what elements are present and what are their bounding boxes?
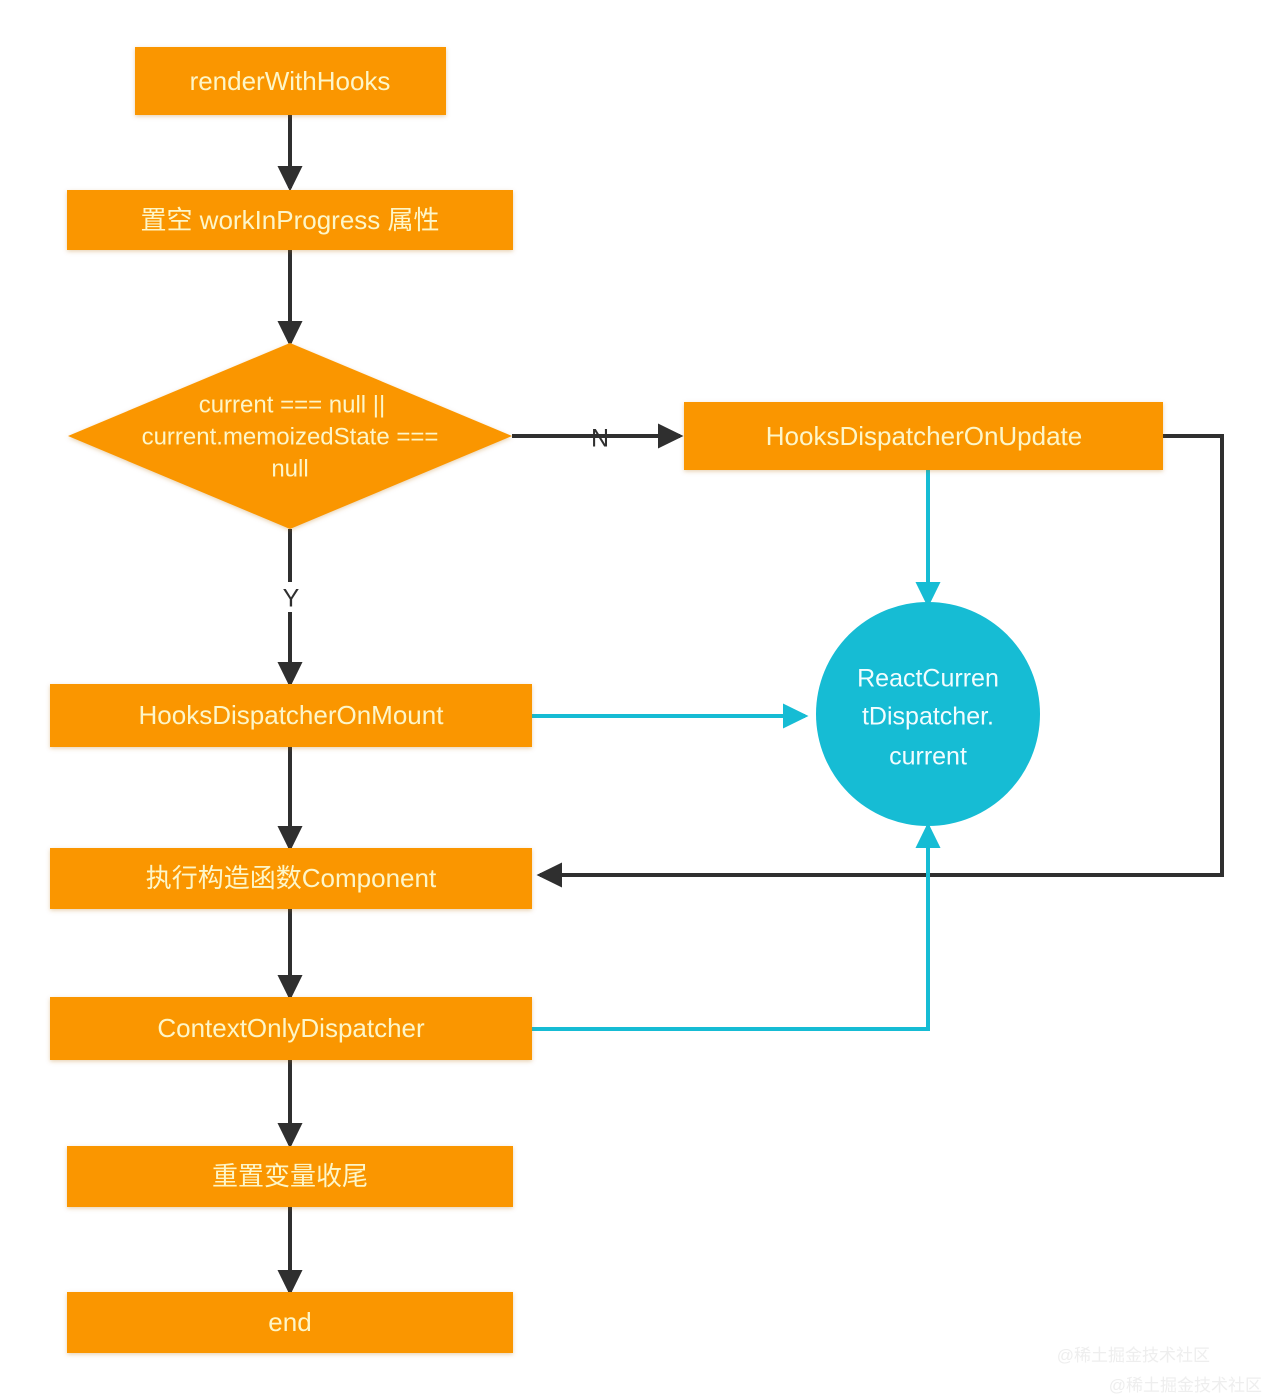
watermark-line-2: @稀土掘金技术社区: [1109, 1376, 1262, 1395]
node-reset-variables[interactable]: 重置变量收尾: [67, 1146, 513, 1207]
node-react-current-dispatcher-line3: current: [889, 743, 967, 771]
node-decision-current-null[interactable]: current === null || current.memoizedStat…: [68, 343, 512, 529]
node-reset-variables-label: 重置变量收尾: [212, 1161, 368, 1191]
node-react-current-dispatcher-line2: tDispatcher.: [862, 703, 994, 731]
edge-label-no: N: [591, 425, 609, 453]
edge-label-yes: Y: [283, 585, 300, 613]
node-end-label: end: [268, 1307, 311, 1337]
node-clear-work-in-progress[interactable]: 置空 workInProgress 属性: [67, 190, 513, 250]
node-render-with-hooks-label: renderWithHooks: [190, 66, 391, 96]
edge-onupdate-return-to-component: [536, 434, 1224, 888]
node-context-only-dispatcher-label: ContextOnlyDispatcher: [157, 1013, 425, 1043]
node-run-component-label: 执行构造函数Component: [146, 863, 437, 893]
node-hooks-dispatcher-on-mount[interactable]: HooksDispatcherOnMount: [50, 684, 532, 747]
node-react-current-dispatcher-line1: ReactCurren: [857, 665, 999, 693]
node-react-current-dispatcher-current[interactable]: ReactCurren tDispatcher. current: [816, 602, 1040, 826]
watermark-line-1: @稀土掘金技术社区: [1057, 1346, 1210, 1365]
edge-contextonly-to-dispatcher-current: [532, 822, 941, 1031]
node-hooks-dispatcher-on-update-label: HooksDispatcherOnUpdate: [766, 421, 1083, 451]
node-decision-line3: null: [271, 455, 308, 482]
node-clear-work-in-progress-label: 置空 workInProgress 属性: [140, 205, 439, 235]
node-end[interactable]: end: [67, 1292, 513, 1353]
node-decision-line1: current === null ||: [199, 391, 386, 418]
node-decision-line2: current.memoizedState ===: [142, 423, 439, 450]
node-run-component[interactable]: 执行构造函数Component: [50, 848, 532, 909]
node-context-only-dispatcher[interactable]: ContextOnlyDispatcher: [50, 997, 532, 1060]
node-hooks-dispatcher-on-update[interactable]: HooksDispatcherOnUpdate: [684, 402, 1163, 470]
node-hooks-dispatcher-on-mount-label: HooksDispatcherOnMount: [139, 700, 445, 730]
node-render-with-hooks[interactable]: renderWithHooks: [135, 47, 446, 115]
watermark: @稀土掘金技术社区 @稀土掘金技术社区: [1057, 1346, 1262, 1395]
